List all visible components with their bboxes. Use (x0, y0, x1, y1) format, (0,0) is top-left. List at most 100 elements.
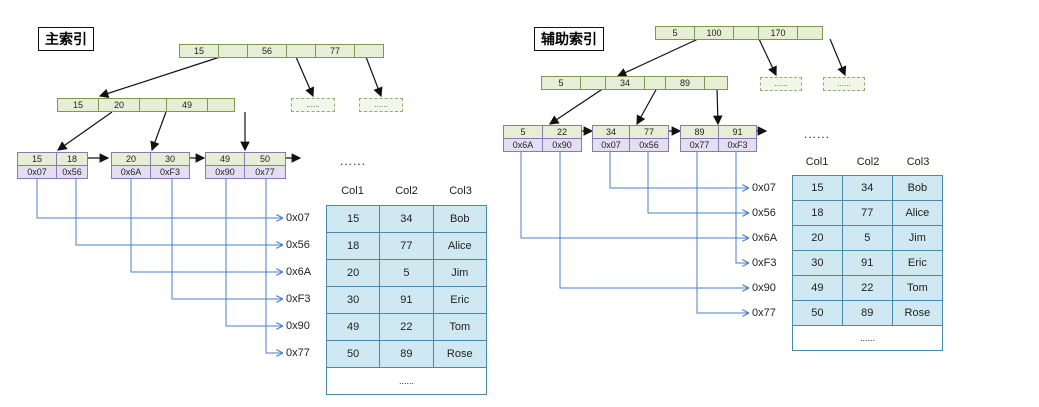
right-tree-arrows (549, 38, 847, 136)
cell: Bob (432, 205, 487, 233)
key: 5 (504, 126, 543, 139)
pointer-slot (798, 27, 822, 39)
cell: Bob (891, 175, 944, 201)
key: 89 (666, 77, 705, 89)
column-header: Col3 (906, 156, 930, 168)
pointer-slot (705, 77, 727, 89)
pointer-slot (287, 45, 316, 57)
key: 22 (543, 126, 581, 139)
cell: 34 (841, 175, 893, 201)
more-rows: ...... (326, 367, 487, 395)
left-internal-node: 15 20 49 (57, 98, 235, 112)
address-label: 0xF3 (752, 257, 777, 269)
row-pointer: 0xF3 (719, 139, 756, 151)
left-tree-arrows (57, 56, 383, 163)
cell: Rose (432, 340, 487, 368)
cell: 50 (792, 300, 843, 326)
cell: Eric (891, 250, 944, 276)
cell: 30 (792, 250, 843, 276)
cell: 91 (379, 286, 434, 314)
right-more-nodes: ...... (804, 127, 831, 141)
column-header: Col3 (449, 185, 472, 197)
address-label: 0xF3 (286, 293, 311, 305)
address-label: 0x77 (752, 307, 776, 319)
cell: 15 (325, 205, 381, 233)
pointer-slot (355, 45, 383, 57)
row-pointer: 0x6A (504, 139, 543, 151)
cell: 5 (379, 259, 434, 287)
cell: 30 (325, 286, 381, 314)
key: 77 (630, 126, 668, 139)
row-pointer: 0x07 (593, 139, 630, 151)
address-label: 0x77 (286, 347, 310, 359)
pointer-slot (734, 27, 759, 39)
cell: 20 (325, 259, 381, 287)
key: 5 (656, 27, 695, 39)
left-placeholder-node: ...... (291, 98, 335, 112)
left-root-node: 15 56 77 (179, 44, 384, 58)
key: 34 (606, 77, 645, 89)
pointer-slot (645, 77, 666, 89)
row-pointer: 0x77 (245, 166, 285, 178)
cell: 22 (841, 275, 893, 301)
address-label: 0x56 (752, 207, 776, 219)
key: 49 (167, 99, 208, 111)
key: 20 (99, 99, 140, 111)
cell: 89 (841, 300, 893, 326)
primary-index-title: 主索引 (38, 27, 94, 51)
row-pointer: 0x07 (18, 166, 57, 178)
right-placeholder-node: ...... (760, 77, 802, 91)
cell: 49 (325, 313, 381, 341)
cell: Tom (432, 313, 487, 341)
row-pointer: 0x90 (206, 166, 245, 178)
column-header: Col2 (856, 156, 880, 168)
cell: Alice (432, 232, 487, 260)
key: 56 (248, 45, 287, 57)
left-placeholder-node: ...... (359, 98, 403, 112)
address-label: 0x90 (286, 320, 310, 332)
cell: 22 (379, 313, 434, 341)
address-label: 0x56 (286, 239, 310, 251)
address-label: 0x07 (752, 182, 776, 194)
row-pointer: 0x6A (112, 166, 151, 178)
cell: Alice (891, 200, 944, 226)
cell: 15 (792, 175, 843, 201)
address-label: 0x07 (286, 212, 310, 224)
cell: 50 (325, 340, 381, 368)
row-pointer: 0x56 (57, 166, 87, 178)
key: 89 (681, 126, 719, 139)
key: 91 (719, 126, 756, 139)
cell: Eric (432, 286, 487, 314)
cell: 77 (841, 200, 893, 226)
key: 100 (695, 27, 734, 39)
cell: 20 (792, 225, 843, 251)
cell: 49 (792, 275, 843, 301)
cell: Tom (891, 275, 944, 301)
pointer-slot (581, 77, 606, 89)
key: 15 (18, 153, 57, 166)
left-more-nodes: ...... (340, 154, 367, 168)
key: 170 (759, 27, 798, 39)
key: 15 (58, 99, 99, 111)
pointer-slot (219, 45, 248, 57)
cell: 5 (841, 225, 893, 251)
cell: 89 (379, 340, 434, 368)
address-label: 0x6A (752, 232, 778, 244)
cell: Rose (891, 300, 944, 326)
